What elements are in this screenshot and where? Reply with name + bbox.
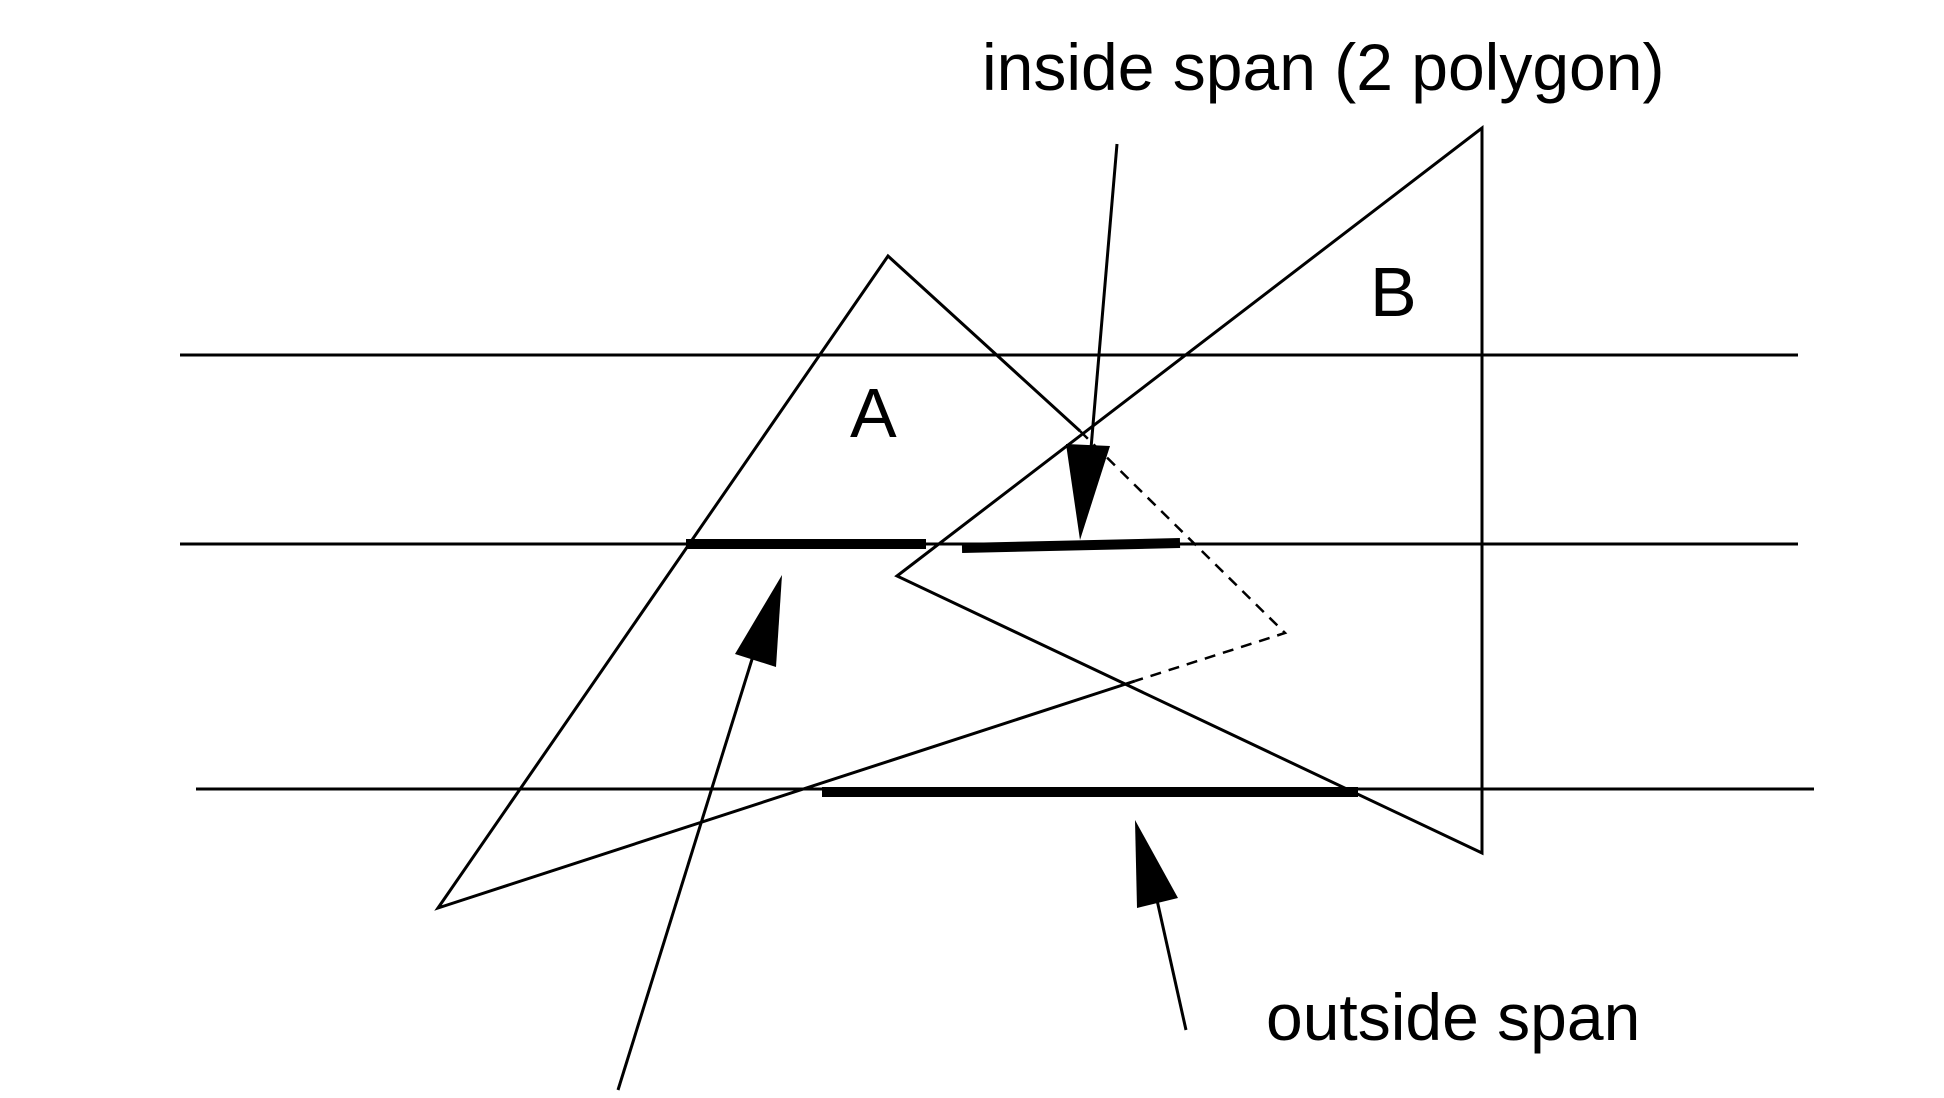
span-segments [686,538,1358,797]
polygon-a-label: A [850,374,897,452]
arrow-head-outside-middle [735,575,782,667]
inside-span-caption: inside span (2 polygon) [982,30,1664,104]
inside-span-bar [961,538,1181,553]
polygon-b [894,124,1484,856]
polygon-a-edges [434,253,1136,911]
outside-span-caption: outside span [1266,980,1640,1054]
arrow-head-inside [1066,444,1110,540]
polygon-b-label: B [1370,253,1417,331]
arrow-outside-span-middle [616,575,782,1091]
arrow-head-outside-bottom [1135,820,1178,908]
polygon-a [434,253,1288,911]
arrow-inside-span [1066,143,1119,540]
arrow-outside-span-bottom [1135,820,1188,1031]
scanlines [180,353,1814,791]
polygon-a-hidden-edges [1079,430,1288,683]
